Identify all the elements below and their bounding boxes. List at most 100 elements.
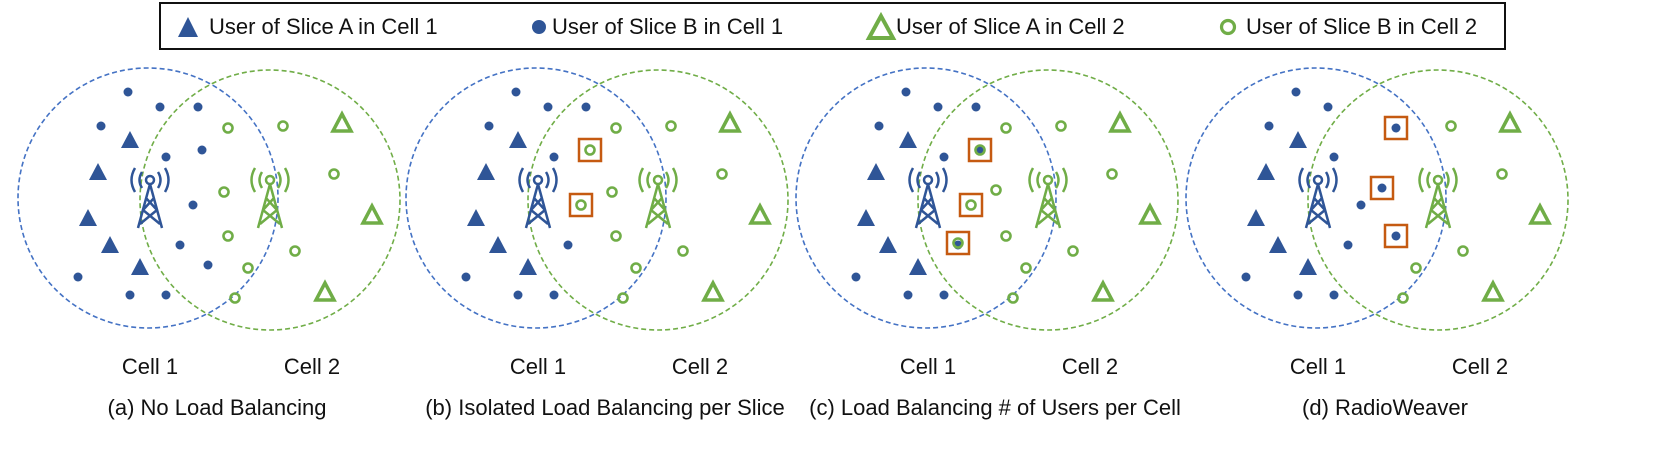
legend: User of Slice A in Cell 1 User of Slice … [159, 2, 1506, 50]
slice-b-cell2-user-ring [1457, 245, 1469, 257]
slice-b-cell1-user-dot [161, 290, 171, 300]
slice-a-cell1-user-triangle [79, 209, 97, 226]
ring-icon [1219, 18, 1237, 36]
slice-b-cell1-user-dot [1377, 183, 1387, 193]
cell1-label: Cell 1 [510, 354, 566, 379]
slice-b-cell2-user-ring [617, 292, 629, 304]
slice-b-cell2-user-ring [242, 262, 254, 274]
legend-item-slice-b-cell1: User of Slice B in Cell 1 [532, 14, 783, 39]
slice-b-cell1-user-dot [123, 87, 133, 97]
slice-b-cell1-user-dot [511, 87, 521, 97]
panel-caption: (c) Load Balancing # of Users per Cell [809, 395, 1181, 420]
panel-caption: (b) Isolated Load Balancing per Slice [425, 395, 785, 420]
slice-a-cell2-user-triangle [313, 279, 337, 302]
highlight-box [945, 230, 971, 256]
slice-a-cell1-user-triangle [1289, 131, 1307, 148]
legend-label: User of Slice B in Cell 2 [1246, 14, 1477, 39]
slice-b-cell2-user-ring [1000, 122, 1012, 134]
slice-b-cell1-user-dot [1323, 102, 1333, 112]
highlight-box [1369, 175, 1395, 201]
slice-b-cell2-user-ring [222, 230, 234, 242]
slice-a-cell1-user-triangle [519, 258, 537, 275]
slice-b-cell1-user-dot [851, 272, 861, 282]
slice-b-cell1-user-dot [484, 121, 494, 131]
cell2-label: Cell 2 [672, 354, 728, 379]
cell1-coverage-circle [405, 67, 667, 329]
slice-a-cell2-user-triangle [330, 110, 354, 133]
slice-b-cell1-user-dot [1329, 290, 1339, 300]
filled-triangle-icon [178, 17, 198, 37]
cell1-label: Cell 1 [900, 354, 956, 379]
slice-b-cell1-user-dot [1293, 290, 1303, 300]
slice-b-cell2-user-ring [1410, 262, 1422, 274]
slice-b-cell2-user-ring [1496, 168, 1508, 180]
slice-a-cell2-user-triangle [1481, 279, 1505, 302]
slice-b-cell2-user-ring [222, 122, 234, 134]
slice-a-cell1-user-triangle [101, 236, 119, 253]
panel-caption: (a) No Load Balancing [108, 395, 327, 420]
slice-b-cell2-user-ring [328, 168, 340, 180]
panel-b: Cell 1 Cell 2 (b) Isolated Load Balancing … [405, 67, 789, 420]
slice-b-cell2-user-ring [610, 230, 622, 242]
slice-a-cell1-user-triangle [1269, 236, 1287, 253]
slice-b-cell1-user-dot [161, 152, 171, 162]
slice-b-cell1-user-dot [1391, 123, 1401, 133]
slice-a-cell1-user-triangle [509, 131, 527, 148]
slice-b-cell2-user-ring [1397, 292, 1409, 304]
cell2-label: Cell 2 [1062, 354, 1118, 379]
slice-b-cell1-user-dot [901, 87, 911, 97]
slice-b-cell1-user-dot [563, 240, 573, 250]
slice-b-cell1-user-dot [939, 152, 949, 162]
cell1-label: Cell 1 [1290, 354, 1346, 379]
highlight-box [1383, 115, 1409, 141]
slice-b-cell2-user-ring [630, 262, 642, 274]
cell1-tower-icon [518, 167, 558, 229]
slice-b-cell2-user-ring [990, 184, 1002, 196]
slice-b-cell1-user-dot [543, 102, 553, 112]
slice-b-cell1-user-dot [203, 260, 213, 270]
slice-a-cell1-user-triangle [131, 258, 149, 275]
slice-b-cell2-user-ring [277, 120, 289, 132]
slice-b-cell1-user-dot [933, 102, 943, 112]
slice-b-cell2-user-ring [610, 122, 622, 134]
panel-c: Cell 1 Cell 2 (c) Load Balancing # of User… [795, 67, 1181, 420]
slice-a-cell2-user-triangle [1091, 279, 1115, 302]
cell2-coverage-circle [527, 69, 789, 331]
slice-b-cell1-user-dot [461, 272, 471, 282]
slice-b-cell1-user-dot [73, 272, 83, 282]
slice-b-cell1-user-dot [1241, 272, 1251, 282]
slice-b-cell2-user-ring [665, 120, 677, 132]
cell2-tower-icon [1418, 167, 1458, 229]
legend-item-slice-a-cell2: User of Slice A in Cell 2 [865, 11, 1125, 40]
cell1-label: Cell 1 [122, 354, 178, 379]
slice-a-cell1-user-triangle [1257, 163, 1275, 180]
slice-b-cell2-user-ring [289, 245, 301, 257]
slice-a-cell2-user-triangle [748, 202, 772, 225]
slice-a-cell2-user-triangle [1108, 110, 1132, 133]
cell1-tower-icon [1298, 167, 1338, 229]
highlight-box [577, 137, 603, 163]
cell1-coverage-circle [17, 67, 279, 329]
slice-b-cell1-user-dot [1291, 87, 1301, 97]
slice-b-cell1-user-dot [1329, 152, 1339, 162]
slice-b-cell1-user-dot [175, 240, 185, 250]
slice-a-cell2-user-triangle [718, 110, 742, 133]
slice-b-cell2-user-ring [229, 292, 241, 304]
slice-a-cell1-user-triangle [899, 131, 917, 148]
slice-b-cell2-user-ring [1445, 120, 1457, 132]
slice-a-cell1-user-triangle [467, 209, 485, 226]
slice-b-cell2-user-ring [677, 245, 689, 257]
slice-b-cell2-user-ring [1055, 120, 1067, 132]
slice-b-cell2-user-ring [952, 237, 964, 249]
slice-b-cell1-user-dot [125, 290, 135, 300]
cell1-coverage-circle [1185, 67, 1447, 329]
slice-b-cell2-user-ring [716, 168, 728, 180]
slice-a-cell2-user-triangle [701, 279, 725, 302]
slice-b-cell1-user-dot [975, 145, 985, 155]
slice-b-cell1-user-dot [549, 290, 559, 300]
legend-box [159, 2, 1506, 50]
slice-a-cell1-user-triangle [489, 236, 507, 253]
slice-a-cell2-user-triangle [1498, 110, 1522, 133]
slice-a-cell1-user-triangle [477, 163, 495, 180]
highlight-box [1383, 223, 1409, 249]
